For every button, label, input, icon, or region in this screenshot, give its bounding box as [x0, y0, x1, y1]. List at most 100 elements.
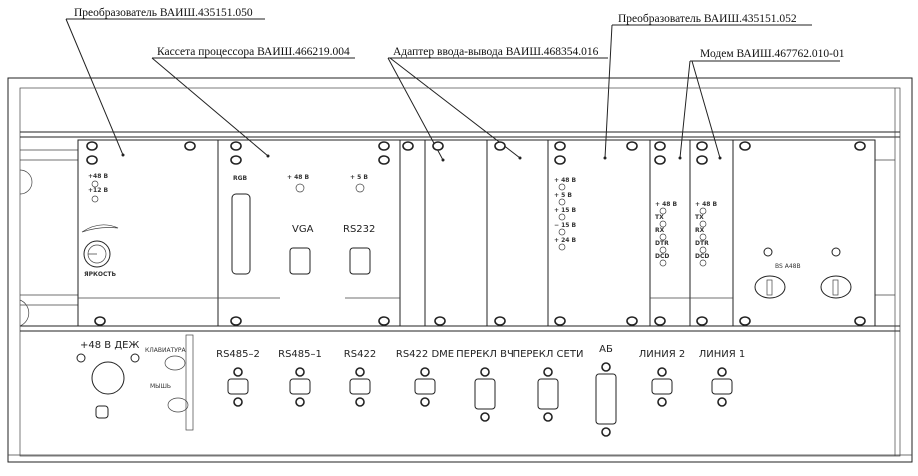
db-connector[interactable] — [349, 378, 371, 395]
screw-icon — [378, 316, 390, 326]
screw-icon — [230, 155, 242, 165]
fuse-holder[interactable] — [820, 275, 852, 299]
screw-icon — [657, 397, 667, 407]
mouse-label: МЫШЬ — [150, 383, 171, 390]
screw-icon — [626, 141, 638, 151]
vga-connector[interactable] — [289, 247, 311, 275]
power-connector[interactable] — [91, 361, 125, 395]
indicator-label: + 5 В — [554, 192, 572, 199]
screw-icon — [654, 155, 666, 165]
db-connector[interactable] — [289, 378, 311, 395]
screw-icon — [626, 316, 638, 326]
screw-icon — [543, 412, 553, 422]
screw-icon — [696, 316, 708, 326]
indicator-label: RX — [695, 227, 705, 234]
indicator-label: + 24 В — [554, 237, 577, 244]
screw-icon — [480, 367, 490, 377]
connector-label: АБ — [599, 344, 613, 355]
screw-icon — [717, 367, 727, 377]
connector-label: ПЕРЕКЛ ВЧ — [456, 349, 514, 360]
brightness-label: ЯРКОСТЬ — [84, 271, 117, 278]
led-icon — [699, 233, 707, 241]
led-icon — [558, 213, 566, 221]
indicator-label: TX — [695, 214, 704, 221]
indicator-label: + 48 В — [655, 201, 678, 208]
screw-icon — [654, 141, 666, 151]
brightness-knob[interactable] — [83, 240, 111, 268]
screw-icon — [420, 367, 430, 377]
led-icon — [558, 228, 566, 236]
led-icon — [558, 183, 566, 191]
db-connector[interactable] — [711, 378, 733, 395]
callout-io-adapter: Адаптер ввода-вывода ВАИШ.468354.016 — [393, 46, 599, 58]
db-connector[interactable] — [595, 373, 617, 425]
led-icon — [659, 207, 667, 215]
fuse-holder[interactable] — [754, 275, 786, 299]
screw-icon — [230, 316, 242, 326]
indicator-label: DCD — [655, 253, 669, 260]
screw-icon — [657, 367, 667, 377]
indicator-label: DCD — [695, 253, 709, 260]
module-panels — [77, 139, 876, 327]
callout-modem: Модем ВАИШ.467762.010-01 — [700, 48, 845, 60]
screw-icon — [696, 155, 708, 165]
indicator-label: RX — [655, 227, 665, 234]
db-connector[interactable] — [474, 378, 496, 410]
db-connector[interactable] — [537, 378, 559, 410]
screw-icon — [554, 155, 566, 165]
rs232-label: RS232 — [343, 224, 375, 235]
right-panel — [732, 139, 876, 327]
screw-icon — [854, 141, 866, 151]
screw-icon — [230, 141, 242, 151]
screw-icon — [739, 141, 751, 151]
db-connector[interactable] — [227, 378, 249, 395]
screw-icon — [184, 141, 196, 151]
screw-icon — [554, 316, 566, 326]
db-connector[interactable] — [651, 378, 673, 395]
indicator-label: DTR — [655, 240, 669, 247]
keyboard-label: КЛАВИАТУРА — [145, 347, 187, 354]
chassis — [7, 77, 913, 463]
indicator-label: + 48 В — [554, 177, 577, 184]
led-icon — [699, 259, 707, 267]
rgb-connector[interactable] — [231, 193, 251, 275]
callout-converter-050: Преобразователь ВАИШ.435151.050 — [74, 7, 253, 19]
indicator-label: DTR — [695, 240, 709, 247]
screw-icon — [494, 141, 506, 151]
screw-icon — [554, 141, 566, 151]
screw-icon — [543, 367, 553, 377]
connector-label: RS485–2 — [216, 349, 260, 360]
rs232-connector[interactable] — [349, 247, 371, 275]
screw-icon — [494, 316, 506, 326]
indicator-label: + 48 В — [695, 201, 718, 208]
converter-052-indicators: + 48 В+ 5 В+ 15 В− 15 В+ 24 В — [554, 177, 577, 251]
led-icon — [659, 233, 667, 241]
connector-label: ЛИНИЯ 2 — [639, 349, 686, 360]
screw-icon — [233, 397, 243, 407]
screw-icon — [854, 316, 866, 326]
callout-converter-052: Преобразователь ВАИШ.435151.052 — [618, 13, 797, 25]
db-connector[interactable] — [414, 378, 436, 395]
screw-icon — [378, 141, 390, 151]
led-icon — [699, 207, 707, 215]
mouse-connector[interactable] — [167, 397, 189, 413]
connector-label: ПЕРЕКЛ СЕТИ — [513, 349, 584, 360]
screw-icon — [480, 412, 490, 422]
screw-icon — [86, 141, 98, 151]
led-icon — [659, 259, 667, 267]
led-icon — [659, 246, 667, 254]
rgb-label: RGB — [233, 175, 248, 182]
led-icon — [699, 246, 707, 254]
screw-icon — [432, 141, 444, 151]
power-label: +48 В ДЕЖ — [80, 340, 139, 351]
led-icon — [558, 243, 566, 251]
screw-icon — [420, 397, 430, 407]
screw-icon — [654, 316, 666, 326]
io-adapter-panel-1 — [424, 139, 488, 327]
screw-icon — [355, 367, 365, 377]
screw-icon — [717, 397, 727, 407]
modem-2-indicators: + 48 В TX RX DTR DCD — [695, 201, 718, 267]
screw-icon — [233, 367, 243, 377]
keyboard-connector[interactable] — [164, 355, 186, 371]
